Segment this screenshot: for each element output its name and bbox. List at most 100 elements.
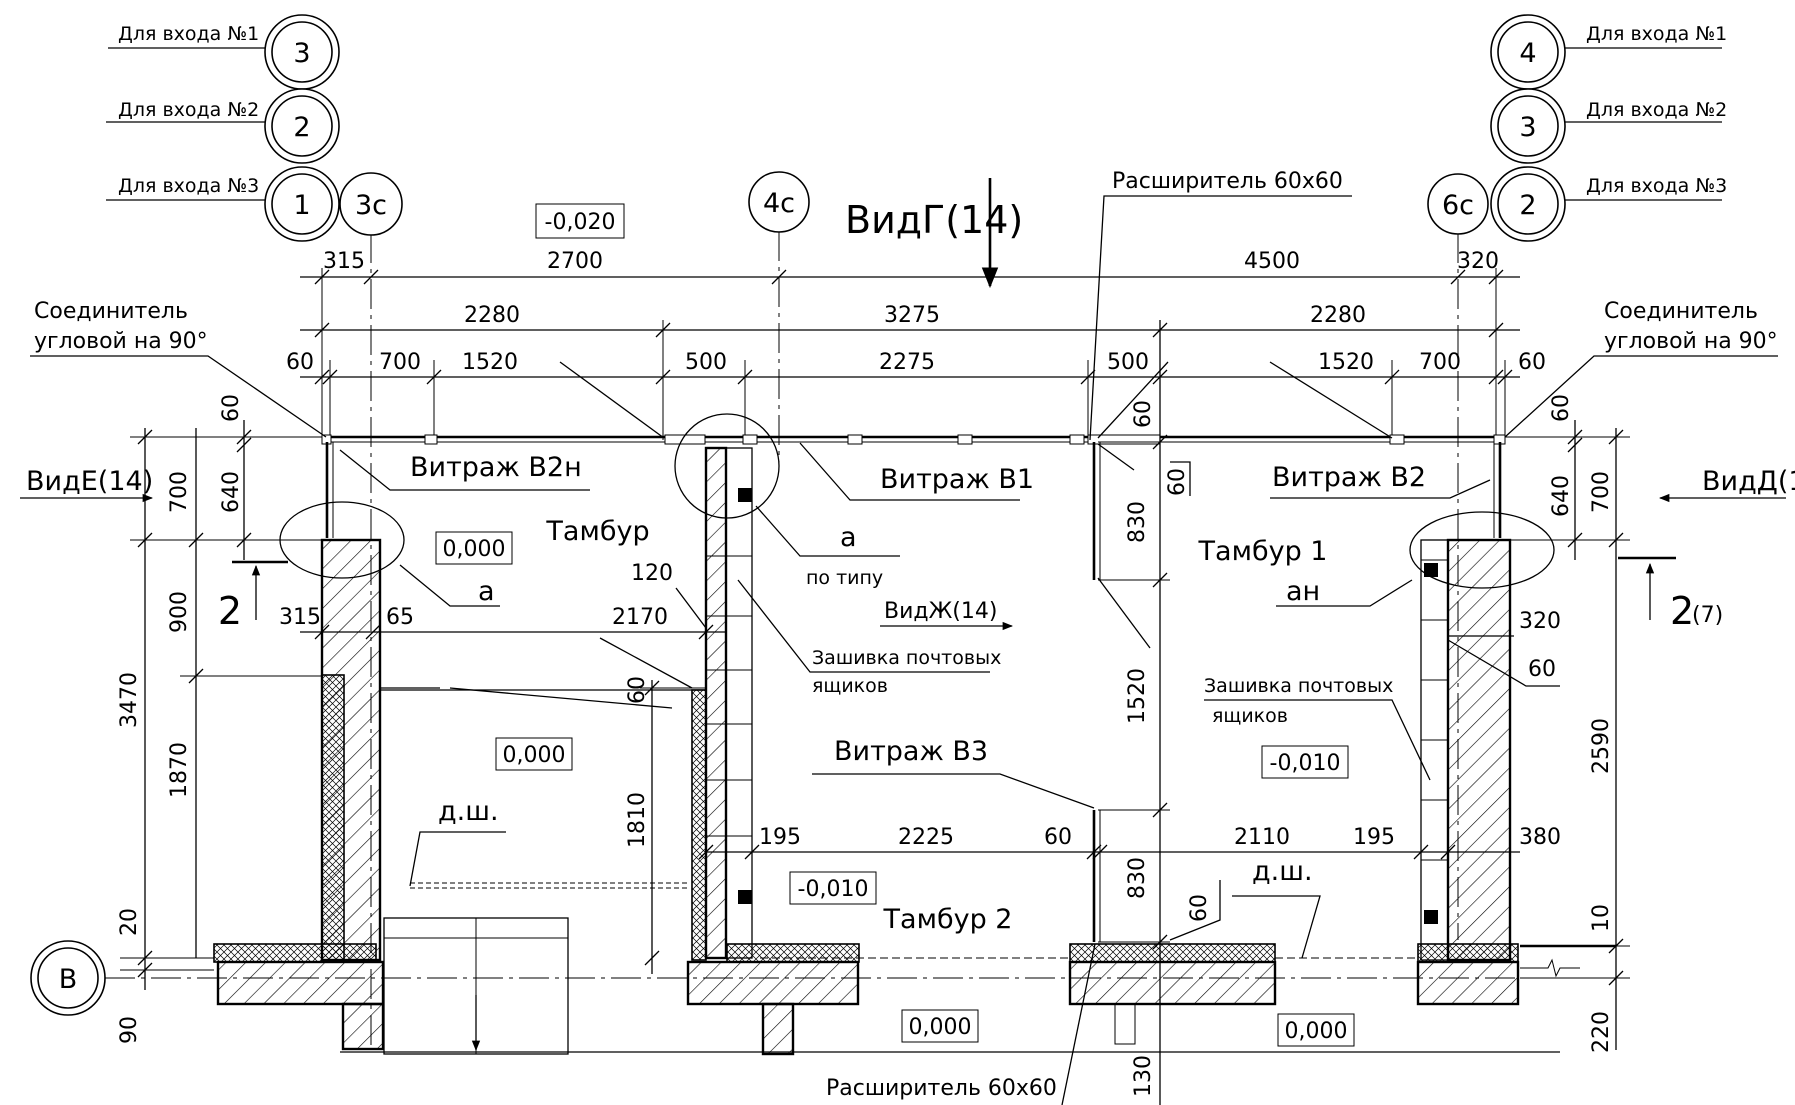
axis-3c: 3с	[355, 190, 387, 221]
connector-right-line2: угловой на 90°	[1604, 329, 1778, 354]
dim-4500: 4500	[1244, 249, 1300, 274]
dsh-left: д.ш.	[438, 796, 499, 827]
axis-markers: 3с 4с 6с В	[30, 171, 1560, 1050]
dim-inner-315: 315	[279, 605, 321, 630]
dim-bottom-60: 60	[1044, 825, 1072, 850]
dim-bottom-195-right: 195	[1353, 825, 1395, 850]
level-tambur-2: -0,010	[798, 877, 869, 902]
dim-bottom-row: 195 2225 60 2110 195	[698, 825, 1520, 860]
room-tambur-1: Тамбур 1	[1198, 536, 1328, 567]
dim-right-note-380: 380	[1519, 825, 1561, 850]
view-d: ВидД(14)	[1702, 466, 1795, 497]
section-left-num: 2	[218, 589, 242, 633]
level-right: -0,010	[1270, 751, 1341, 776]
level-bottom-1: 0,000	[909, 1015, 972, 1040]
axis-6c: 6с	[1442, 190, 1474, 221]
dim-mid-1520: 1520	[1125, 668, 1150, 724]
dim-inner-120: 120	[631, 561, 673, 586]
dim-left-1870: 1870	[167, 742, 192, 798]
callouts-right: Для входа №1 4 Для входа №2 3 Для входа …	[1490, 14, 1727, 242]
dim-left-700: 700	[167, 471, 192, 513]
vitrazh-b1: Витраж В1	[880, 464, 1034, 495]
callout-left-2-num: 2	[293, 112, 310, 143]
dim-bottom-2110: 2110	[1234, 825, 1290, 850]
dim-1520-left: 1520	[462, 350, 518, 375]
dim-inner-60: 60	[625, 676, 650, 704]
axis-b: В	[59, 964, 78, 995]
axis-4c: 4с	[763, 188, 795, 219]
dim-left-3470: 3470	[117, 672, 142, 728]
room-tambur-2: Тамбур 2	[883, 904, 1013, 935]
callout-left-1-num: 3	[293, 38, 310, 69]
section-right-ref: (7)	[1692, 603, 1723, 628]
mailbox-2-line2: ящиков	[1212, 705, 1288, 727]
dim-left-60: 60	[219, 394, 244, 422]
dim-700-left: 700	[379, 350, 421, 375]
expander-top: Расширитель 60х60	[1112, 169, 1343, 194]
callout-right-1-num: 4	[1519, 38, 1536, 69]
mailbox-1-line2: ящиков	[812, 675, 888, 697]
dim-right-640: 640	[1549, 475, 1574, 517]
dim-right-2590: 2590	[1589, 718, 1614, 774]
callout-right-2-text: Для входа №2	[1586, 99, 1727, 121]
dim-320: 320	[1457, 249, 1499, 274]
connector-right-line1: Соединитель	[1604, 299, 1758, 324]
dim-right-60: 60	[1549, 394, 1574, 422]
side-views: ВидЕ(14) ВидД(14) ВидЖ(14)	[20, 466, 1795, 631]
view-g-label: ВидГ(14) -0,020	[535, 178, 1023, 289]
room-tambur: Тамбур	[545, 516, 649, 547]
dim-inner-2170: 2170	[612, 605, 668, 630]
dim-right-10: 10	[1589, 904, 1614, 932]
dim-right-700: 700	[1589, 471, 1614, 513]
dim-left: 700 900 1870 20 90 3470 60 640	[117, 394, 322, 1044]
view-g-text: ВидГ(14)	[845, 198, 1023, 242]
level-main-left: 0,000	[503, 743, 566, 768]
callout-left-3-text: Для входа №3	[118, 175, 259, 197]
node-an: ан	[1286, 576, 1320, 607]
mailbox-2-line1: Зашивка почтовых	[1204, 675, 1393, 697]
walls	[213, 446, 1560, 1056]
dim-mid-830-bottom: 830	[1125, 857, 1150, 899]
level-bottom-2: 0,000	[1285, 1019, 1348, 1044]
vitrazh-b2: Витраж В2	[1272, 462, 1426, 493]
callout-right-3-num: 2	[1519, 190, 1536, 221]
callouts-left: Для входа №1 3 Для входа №2 2 Для входа …	[106, 14, 340, 242]
dim-left-20: 20	[117, 908, 142, 936]
dim-mid-130: 130	[1131, 1055, 1156, 1097]
dsh-right: д.ш.	[1252, 856, 1313, 887]
callout-right-2-num: 3	[1519, 112, 1536, 143]
dim-right: 60 640 700 2590 10 220 320 60 380	[1447, 394, 1630, 1053]
dim-2280-right: 2280	[1310, 303, 1366, 328]
dim-mid-60-bottom: 60	[1187, 894, 1212, 922]
dim-500-left: 500	[685, 350, 727, 375]
dim-700-right: 700	[1419, 350, 1461, 375]
dim-2275: 2275	[879, 350, 935, 375]
glazing-top	[321, 434, 1506, 942]
dim-right-note-60: 60	[1528, 657, 1556, 682]
callout-left-2-text: Для входа №2	[118, 99, 259, 121]
dim-60-right: 60	[1518, 350, 1546, 375]
vitrazh-b3: Витраж В3	[834, 736, 988, 767]
connector-left-line2: угловой на 90°	[34, 329, 208, 354]
dim-right-220: 220	[1589, 1011, 1614, 1053]
dim-3275: 3275	[884, 303, 940, 328]
callout-right-1-text: Для входа №1	[1586, 23, 1727, 45]
view-zh: ВидЖ(14)	[884, 599, 997, 624]
level-tambur: 0,000	[443, 537, 506, 562]
dim-60-left: 60	[286, 350, 314, 375]
level-top: -0,020	[545, 210, 616, 235]
dim-315: 315	[323, 249, 365, 274]
annotations: Соединитель угловой на 90° Соединитель у…	[30, 169, 1778, 1105]
dim-1520-right: 1520	[1318, 350, 1374, 375]
dim-bottom-2225: 2225	[898, 825, 954, 850]
callout-right-3-text: Для входа №3	[1586, 175, 1727, 197]
dim-2700: 2700	[547, 249, 603, 274]
dim-inner: 315 65 2170 120 60 1810	[279, 561, 726, 974]
expander-bottom: Расширитель 60х60	[826, 1076, 1057, 1101]
mailbox-1-line1: Зашивка почтовых	[812, 647, 1001, 669]
node-a: а	[840, 522, 857, 553]
dim-left-900: 900	[167, 591, 192, 633]
dim-inner-65: 65	[386, 605, 414, 630]
view-e: ВидЕ(14)	[26, 466, 153, 497]
